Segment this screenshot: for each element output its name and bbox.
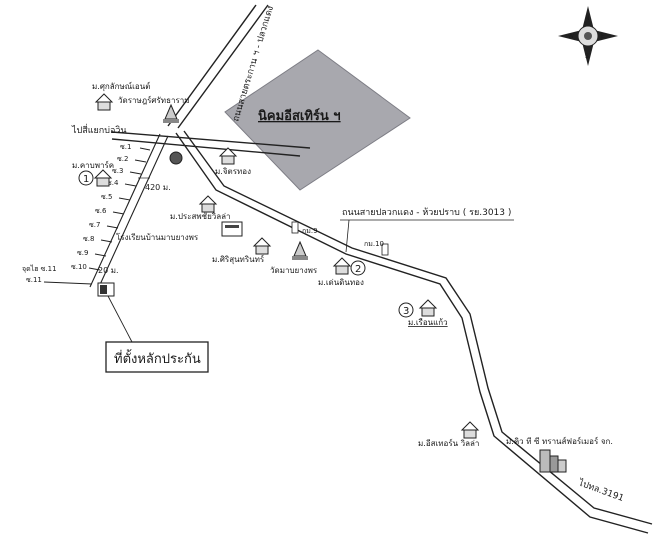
house-icon-easthouse xyxy=(460,421,480,439)
soi-end-label: จุดไฮ ซ.11 xyxy=(22,264,57,273)
road-main-label-pointer xyxy=(345,219,350,253)
soi-11-label: ซ.11 xyxy=(26,276,42,284)
label-prasat: ม.ประสพชัยวิลล่า xyxy=(170,212,231,221)
soi-6-label: ซ.6 xyxy=(95,207,107,215)
estate-label: นิคมอีสเทิร์น ฯ xyxy=(258,108,341,124)
house-icon-chitthong xyxy=(218,147,238,165)
road-main-label: ถนนสายปลวกแดง - ห้วยปราบ ( รย.3013 ) xyxy=(342,207,511,218)
road-north xyxy=(177,4,269,129)
soi-3-label: ซ.3 xyxy=(112,167,123,175)
marker-1: 1 xyxy=(78,170,94,186)
soi-5-label: ซ.5 xyxy=(101,193,112,201)
house-icon-ruanthai xyxy=(418,299,438,317)
soi-9-label: ซ.9 xyxy=(77,249,88,257)
location-box xyxy=(105,341,209,373)
house-icon-suklak xyxy=(94,93,114,111)
to-bowin-label: ไปสี่แยกบ่อวิน xyxy=(71,123,127,136)
label-lernthong: ม.เด่นดินทอง xyxy=(318,278,364,287)
label-company: ม.คิว ที ซี ทรานส์ฟอร์เมอร์ จก. xyxy=(506,436,613,446)
soi-11-road xyxy=(43,281,93,285)
temple-icon-ban xyxy=(163,103,179,123)
label-easthouse: ม.อีสเทอร์น วิลล่า xyxy=(418,438,479,448)
marker-2: 2 xyxy=(350,260,366,276)
label-ruanthai: ม.เรือนแก้ว xyxy=(408,318,448,327)
km10-marker: กม.10 xyxy=(364,240,389,256)
soi-1-label: ซ.1 xyxy=(120,143,131,151)
svg-text:S: S xyxy=(585,53,589,60)
marker-3: 3 xyxy=(398,302,414,318)
soi-8-label: ซ.8 xyxy=(83,235,94,243)
compass-rose-icon: N E S W xyxy=(558,6,618,66)
label-siri: ม.ศิริสุนทรินทร์ xyxy=(212,254,265,264)
road-main xyxy=(175,132,649,534)
temple-icon-mabyang xyxy=(292,240,308,260)
soi-road xyxy=(89,133,161,288)
svg-text:N: N xyxy=(585,15,590,22)
gas-station-icon xyxy=(169,151,183,165)
km9-marker: กม.9 xyxy=(291,221,318,235)
location-pointer xyxy=(107,295,133,343)
distance-420-label: 420 ม. xyxy=(145,183,171,192)
location-box-label: ที่ตั้งหลักประกัน xyxy=(114,349,201,367)
distance-20-label: 20 ม. xyxy=(98,266,119,275)
house-icon-lernthong xyxy=(332,257,352,275)
label-chitthong: ม.จิตรทอง xyxy=(215,167,251,176)
soi-7-label: ซ.7 xyxy=(89,221,100,229)
road-to-bowin xyxy=(111,131,311,149)
svg-text:1: 1 xyxy=(83,174,89,185)
svg-text:2: 2 xyxy=(355,264,361,275)
label-school: โรงเรียนบ้านมาบยางพร xyxy=(116,232,199,242)
label-wat-mabyang: วัดมาบยางพร xyxy=(270,266,318,275)
factory-icon-company xyxy=(539,449,567,473)
house-icon-prasat xyxy=(198,195,218,213)
house-icon-siri xyxy=(252,237,272,255)
label-kanpak: ม.คาบพาร์ค xyxy=(72,160,114,170)
svg-text:กม.9: กม.9 xyxy=(302,227,318,235)
soi-4-label: ซ.4 xyxy=(107,179,119,187)
soi-10-label: ซ.10 xyxy=(71,263,87,271)
svg-text:3: 3 xyxy=(403,306,409,317)
svg-text:E: E xyxy=(601,33,605,40)
svg-text:W: W xyxy=(568,33,574,40)
soi-road-edge xyxy=(97,135,169,290)
soi-2-label: ซ.2 xyxy=(117,155,128,163)
road-north-edge xyxy=(167,4,257,127)
soi-branches xyxy=(88,147,151,271)
road-to-bowin-edge xyxy=(111,138,301,157)
road-main-edge xyxy=(183,130,653,525)
collateral-plot-hatch xyxy=(100,285,107,294)
industrial-estate-area xyxy=(224,49,411,191)
school-icon xyxy=(221,221,243,237)
label-wat-ban: วัดราษฎร์ศรัทธาราม xyxy=(118,95,190,105)
svg-text:กม.10: กม.10 xyxy=(364,240,384,248)
label-suklak: ม.ศุกลักษณ์เอนต์ xyxy=(92,81,150,91)
house-icon-kanpak xyxy=(93,169,113,187)
